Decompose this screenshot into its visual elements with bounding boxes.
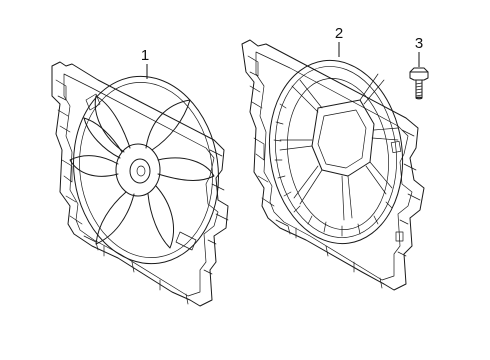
callout-3: 3 [415,35,423,67]
callout-1: 1 [141,47,149,79]
bolt [409,67,429,100]
callout-2: 2 [335,25,343,57]
callout-1-label: 1 [141,47,149,64]
callout-2-label: 2 [335,25,343,42]
fan-shroud-assembly [51,61,229,307]
fan-shroud [241,39,425,291]
callout-3-label: 3 [415,35,423,52]
